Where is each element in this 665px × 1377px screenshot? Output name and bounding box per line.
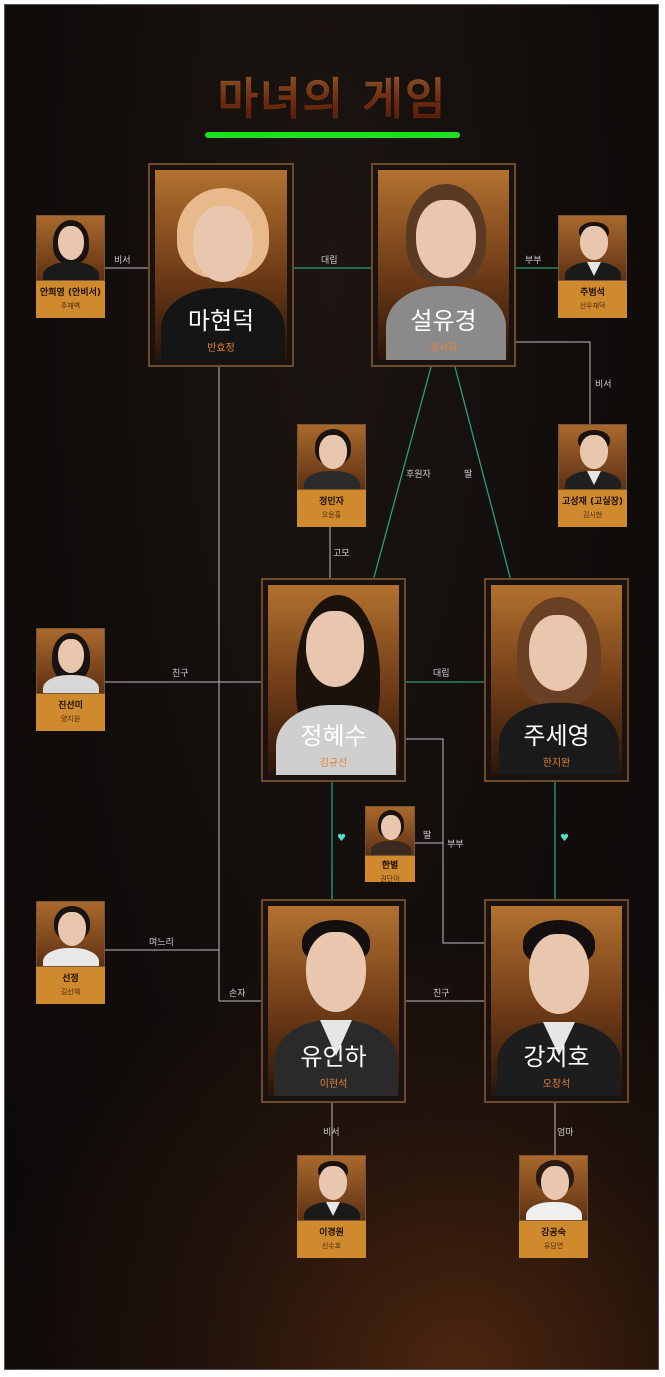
relation-label: 대립 [433,669,450,679]
relation-label: 후원자 [406,470,431,480]
character-name: 한별 [381,861,399,871]
relation-label: 친구 [433,989,450,999]
relation-label: 부부 [447,840,464,850]
character-name: 주범석 [580,288,605,298]
character-name: 정민자 [319,497,344,507]
relation-label: 비서 [595,380,612,390]
actor-name: 오윤홍 [321,511,342,519]
actor-name: 김선혜 [60,988,81,996]
character-name: 유인하 [300,1043,367,1071]
character-card-seonjeong[interactable]: 선정 김선혜 [36,901,105,1004]
actor-name: 한지완 [542,758,571,769]
relation-label: 친구 [172,669,189,679]
actor-name: 장서희 [429,343,458,354]
character-card-an[interactable]: 안희영 (안비서) 주재벽 [36,215,105,318]
line-seol-go [513,341,591,425]
character-name: 강공숙 [541,1228,566,1238]
character-card-lee[interactable]: 이경원 신수호 [297,1155,366,1258]
character-card-ju[interactable]: 주세영 한지완 [484,578,629,782]
actor-name: 권단아 [380,875,400,883]
relationship-lines [105,267,591,1157]
actor-name: 유담연 [543,1242,564,1250]
character-name: 주세영 [523,722,590,750]
character-name: 선정 [62,974,79,984]
actor-name: 이현석 [319,1079,348,1090]
relation-label: 고모 [333,549,350,559]
character-name: 고성재 (고실장) [561,497,624,507]
line-seol-jeong [372,366,432,582]
relation-label: 딸 [423,831,432,841]
character-card-jubeom[interactable]: 주범석 선우재덕 [558,215,627,318]
character-card-ma[interactable]: 마현덕 반효정 [148,163,294,367]
actor-name: 신수호 [321,1242,342,1250]
drama-title: 마녀의 게임 [5,63,658,127]
character-card-jeong[interactable]: 정혜수 김규선 [261,578,406,782]
line-seol-ju [454,366,512,582]
relation-label: 대립 [321,256,338,266]
character-card-seol[interactable]: 설유경 장서희 [371,163,516,367]
character-name: 강지호 [523,1043,590,1071]
actor-name: 반효정 [207,343,235,354]
relation-label: 비서 [114,256,131,266]
character-name: 정혜수 [300,722,367,750]
character-card-hanbyeol[interactable]: 한별 권단아 [365,806,415,883]
actor-name: 선우재덕 [579,302,606,310]
heart-icon: ♥ [337,833,346,844]
actor-name: 오창석 [542,1079,571,1090]
actor-name: 양지원 [60,715,81,723]
character-name: 진선미 [58,701,83,711]
relation-label: 부부 [525,256,542,266]
character-card-jeongmin[interactable]: 정민자 오윤홍 [297,424,366,527]
heart-icon: ♥ [560,833,569,844]
relationship-chart: 마녀의 게임 비서 대립 부부 비서 후원자 [4,4,659,1370]
character-card-kang[interactable]: 강지호 오창석 [484,899,629,1103]
character-name: 마현덕 [187,307,255,335]
relation-label: 비서 [323,1128,340,1138]
character-card-gang[interactable]: 강공숙 유담연 [519,1155,588,1258]
relation-label: 딸 [464,470,473,480]
relation-label: 손자 [229,989,246,999]
actor-name: 주재벽 [60,302,81,310]
relation-label: 엄마 [557,1128,574,1138]
actor-name: 김시현 [582,511,603,519]
character-name: 안희영 (안비서) [39,288,102,298]
character-card-jin[interactable]: 진선미 양지원 [36,628,105,731]
relation-label: 며느리 [149,938,174,948]
character-card-yu[interactable]: 유인하 이현석 [261,899,406,1103]
character-name: 이경원 [319,1228,344,1238]
line-jeong-kang-couple [405,738,485,944]
character-card-go[interactable]: 고성재 (고실장) 김시현 [558,424,627,527]
actor-name: 김규선 [319,758,348,769]
title-underline [205,132,460,138]
character-name: 설유경 [410,307,477,335]
